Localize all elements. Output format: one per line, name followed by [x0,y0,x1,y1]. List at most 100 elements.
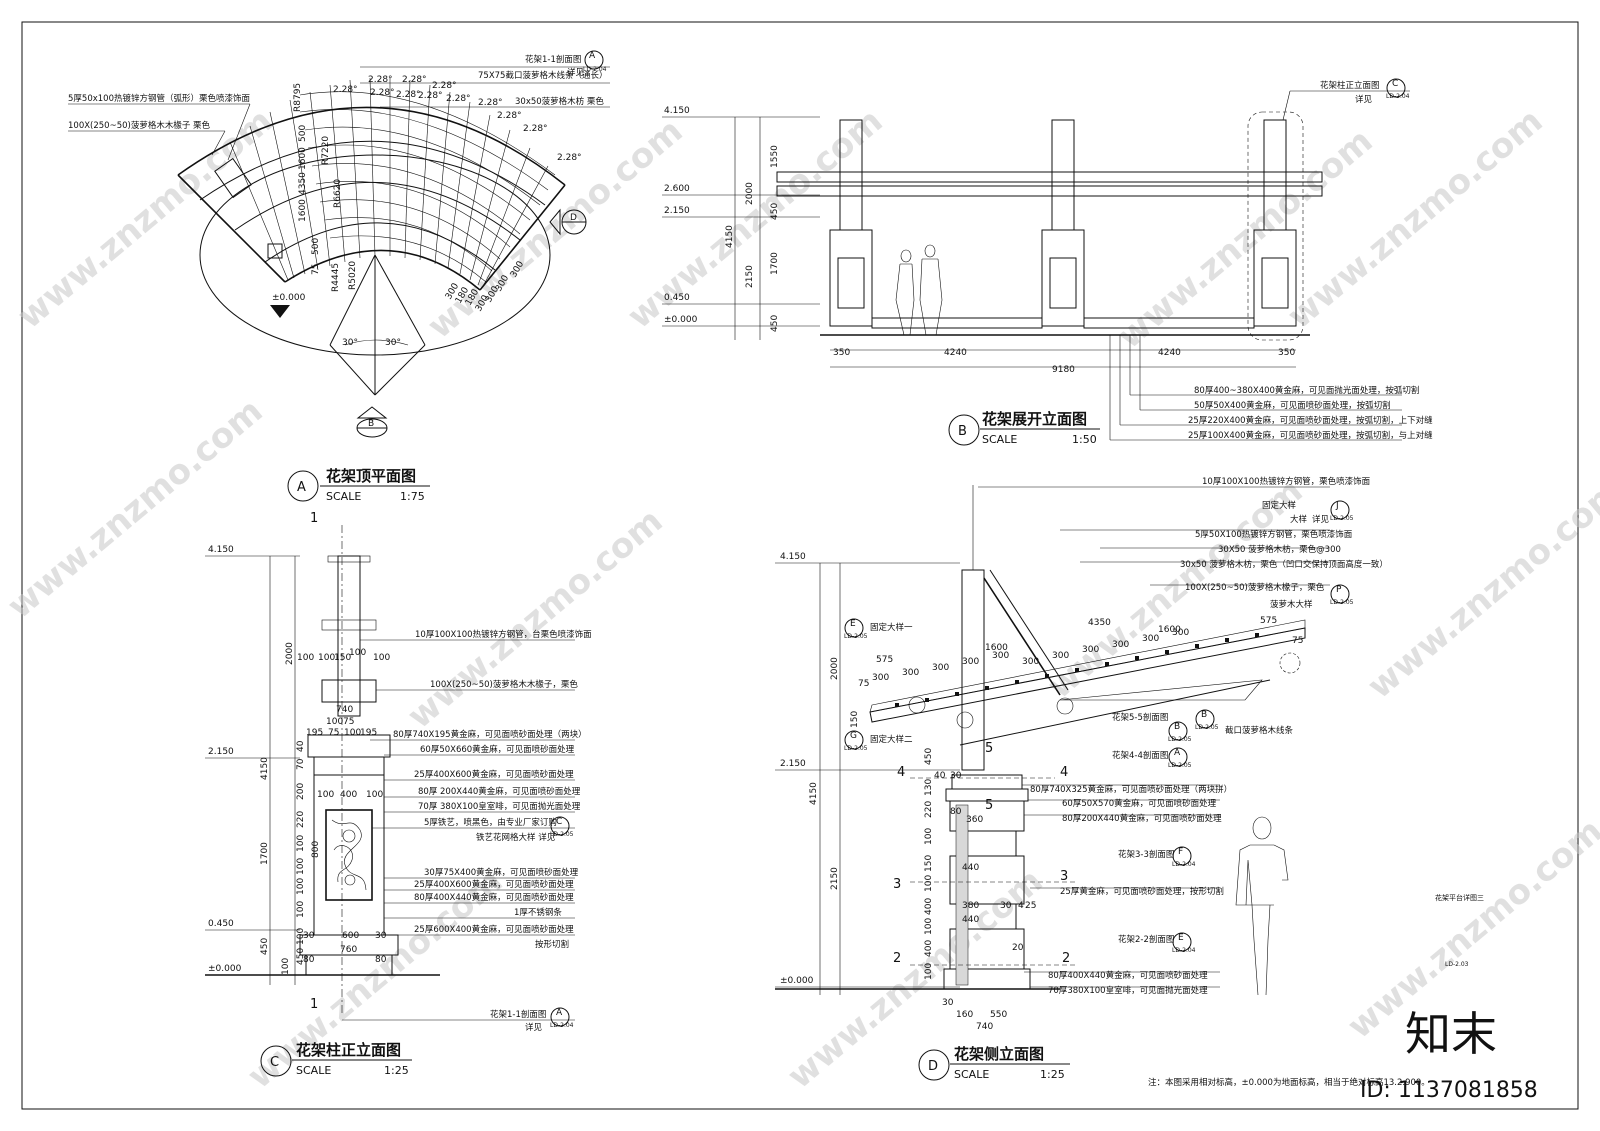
svg-text:100: 100 [349,648,366,658]
svg-text:100: 100 [317,790,334,800]
svg-text:30: 30 [1000,901,1012,911]
svg-text:J: J [1335,501,1339,511]
svg-text:150: 150 [850,711,860,728]
svg-text:20: 20 [1012,943,1024,953]
material-note: 50厚50X400黄金麻，可见面喷砂面处理，按弧切割 [1194,400,1391,411]
svg-text:2150: 2150 [745,265,755,288]
section-ref: 花架2-2剖面图 [1118,934,1174,945]
svg-text:400: 400 [924,940,934,957]
svg-text:±0.000: ±0.000 [780,976,814,986]
svg-text:400: 400 [340,790,357,800]
ref-letter: A [589,51,596,61]
svg-text:100: 100 [296,928,306,945]
material-note: 截口菠萝格木线条 [1225,725,1294,736]
svg-text:R5020: R5020 [348,261,358,290]
svg-text:LD-2.05: LD-2.05 [550,831,574,838]
svg-text:±0.000: ±0.000 [208,964,242,974]
svg-text:220: 220 [924,801,934,818]
svg-text:详见: 详见 [525,1022,543,1033]
svg-text:LD-2.05: LD-2.05 [844,633,868,640]
watermark-site: www.znzmo.com [1280,101,1550,337]
svg-text:440: 440 [962,915,979,925]
svg-text:30°: 30° [385,338,401,348]
title-block-a: A 花架顶平面图 SCALE 1:75 [287,467,430,503]
svg-text:C: C [1392,79,1398,89]
svg-text:100: 100 [924,875,934,892]
side-d-labels: 4.150 2.150 ±0.000 2000 4150 2150 150 43… [780,476,1484,1032]
svg-text:1:25: 1:25 [1040,1068,1065,1081]
material-note: 30x50 菠萝格木枋，栗色（凹口交保持顶面高度一致） [1180,559,1388,570]
material-note: 60厚50X570黄金麻，可见面喷砂面处理 [1062,798,1217,809]
svg-text:2000: 2000 [285,642,295,665]
svg-text:1700: 1700 [260,842,270,865]
elevation-b-drawing [662,111,1323,440]
material-note: 25厚600X400黄金麻，可见面喷砂面处理 [414,924,574,935]
plan-note: 75X75截口菠萝格木线条（通长） [478,70,607,81]
svg-text:75: 75 [858,679,869,689]
plan-a-drawing [177,77,566,396]
svg-text:4150: 4150 [725,225,735,248]
svg-text:300: 300 [872,673,889,683]
svg-text:G: G [850,731,857,741]
material-note: 80厚740X195黄金麻，可见面喷砂面处理（两块） [393,729,587,740]
svg-text:400: 400 [924,898,934,915]
svg-text:500: 500 [311,238,321,255]
section-marker-d: D [549,208,587,236]
svg-text:2.28°: 2.28° [396,90,421,100]
svg-text:0.450: 0.450 [664,293,690,303]
svg-text:100: 100 [373,653,390,663]
svg-text:9180: 9180 [1052,365,1075,375]
svg-text:75: 75 [311,264,321,275]
svg-text:300: 300 [1022,657,1039,667]
svg-text:LD-2.05: LD-2.05 [1168,762,1192,769]
material-note: 25厚400X600黄金麻，可见面喷砂面处理 [414,769,574,780]
svg-text:C: C [270,1055,279,1070]
svg-text:40: 40 [934,771,946,781]
svg-text:4: 4 [1018,901,1024,911]
svg-text:SCALE: SCALE [982,433,1017,446]
material-note: 菠萝木大样 [1270,599,1313,610]
material-note: 固定大样 [1262,500,1297,511]
svg-text:2.28°: 2.28° [523,124,548,134]
svg-text:100: 100 [296,901,306,918]
svg-text:80: 80 [375,955,387,965]
svg-text:2.600: 2.600 [664,184,690,194]
material-note: 60厚50X660黄金麻，可见面喷砂面处理 [420,744,575,755]
brand-watermark: 知末 ID: 1137081858 [1360,1007,1538,1103]
material-note: 70厚 380X100皇室啡，可见面抛光面处理 [418,801,581,812]
svg-text:详见: 详见 [1355,94,1373,105]
plan-note: 30x50菠萝格木枋 栗色 [515,96,604,107]
svg-text:LD-2.05: LD-2.05 [1330,515,1354,522]
detail-ref: 详见 [1312,514,1330,525]
watermark-site: www.znzmo.com [10,101,280,337]
material-note: 70厚380X100皇室啡，可见面抛光面处理 [1048,985,1208,996]
material-note: 铁艺花网格大样 详见 [476,832,556,843]
ref-sheet: LD-2.04 [583,66,607,73]
svg-text:1600: 1600 [1158,625,1181,635]
svg-text:350: 350 [1278,348,1295,358]
svg-text:R8795: R8795 [293,83,303,112]
sheet-border [21,21,1579,1110]
material-note: 25厚100X400黄金麻，可见面喷砂面处理，按弧切割，与上对缝 [1188,430,1433,441]
svg-text:440: 440 [962,863,979,873]
svg-text:70: 70 [296,758,306,770]
svg-text:B: B [368,419,374,429]
svg-text:100: 100 [924,918,934,935]
svg-text:F: F [1178,847,1183,857]
svg-text:C: C [556,817,562,827]
material-note: 10厚100X100热镀锌方钢管，台栗色喷漆饰面 [415,629,592,640]
svg-text:300: 300 [1142,634,1159,644]
section-ref: 花架5-5剖面图 [1112,712,1168,723]
material-note: 80厚400X440黄金麻，可见面喷砂面处理 [414,892,574,903]
material-note: 80厚 200X440黄金麻，可见面喷砂面处理 [418,786,581,797]
svg-text:360: 360 [966,815,983,825]
material-note: 80厚400X440黄金麻，可见面喷砂面处理 [1048,970,1208,981]
svg-text:4.150: 4.150 [780,552,806,562]
material-note: 80厚200X440黄金麻，可见面喷砂面处理 [1062,813,1222,824]
svg-text:2.28°: 2.28° [368,75,393,85]
svg-text:150: 150 [334,653,351,663]
svg-text:80: 80 [303,955,315,965]
drawing-title: 花架顶平面图 [326,467,416,485]
svg-text:E: E [1178,933,1184,943]
svg-text:A: A [1174,748,1181,758]
